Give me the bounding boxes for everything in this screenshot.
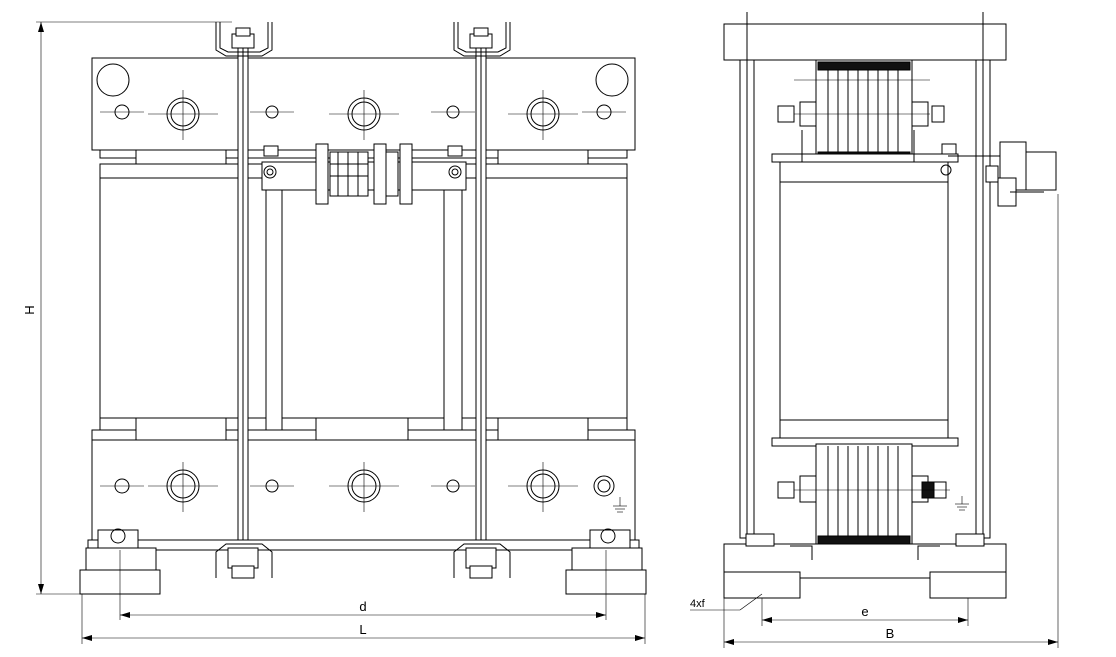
front-ground-symbol — [613, 497, 627, 513]
front-coil-right — [461, 163, 628, 431]
dimension-label-length: L — [359, 622, 366, 637]
dimension-labels: H d L e B 4xf — [22, 305, 894, 641]
front-top-lifting-hole-right — [595, 63, 629, 97]
dimension-label-d: d — [359, 599, 366, 614]
side-terminal-block — [948, 141, 1057, 207]
front-top-lifting-hole-left — [96, 63, 130, 97]
front-top-yoke — [91, 57, 636, 151]
dimension-label-height: H — [22, 305, 37, 314]
side-ground-symbol — [955, 496, 969, 511]
side-coil — [779, 181, 949, 421]
side-upper-winding — [777, 59, 945, 161]
front-mounting-feet — [79, 528, 647, 595]
front-terminal-blocks — [315, 143, 413, 205]
side-view — [723, 12, 1057, 599]
front-view — [79, 22, 647, 595]
front-ground-bolt — [593, 475, 615, 497]
front-bottom-brackets — [215, 543, 511, 579]
front-coil-middle — [281, 163, 445, 431]
side-mounting-feet — [723, 571, 1007, 599]
front-top-brackets — [215, 22, 511, 57]
dimension-label-e: e — [861, 604, 868, 619]
side-top-plate — [723, 23, 1007, 61]
dimension-label-holes: 4xf — [690, 598, 706, 610]
dimension-lines — [36, 21, 1059, 648]
front-bottom-yoke — [91, 439, 636, 541]
dimension-label-width: B — [886, 626, 895, 641]
side-lower-winding — [777, 443, 950, 545]
